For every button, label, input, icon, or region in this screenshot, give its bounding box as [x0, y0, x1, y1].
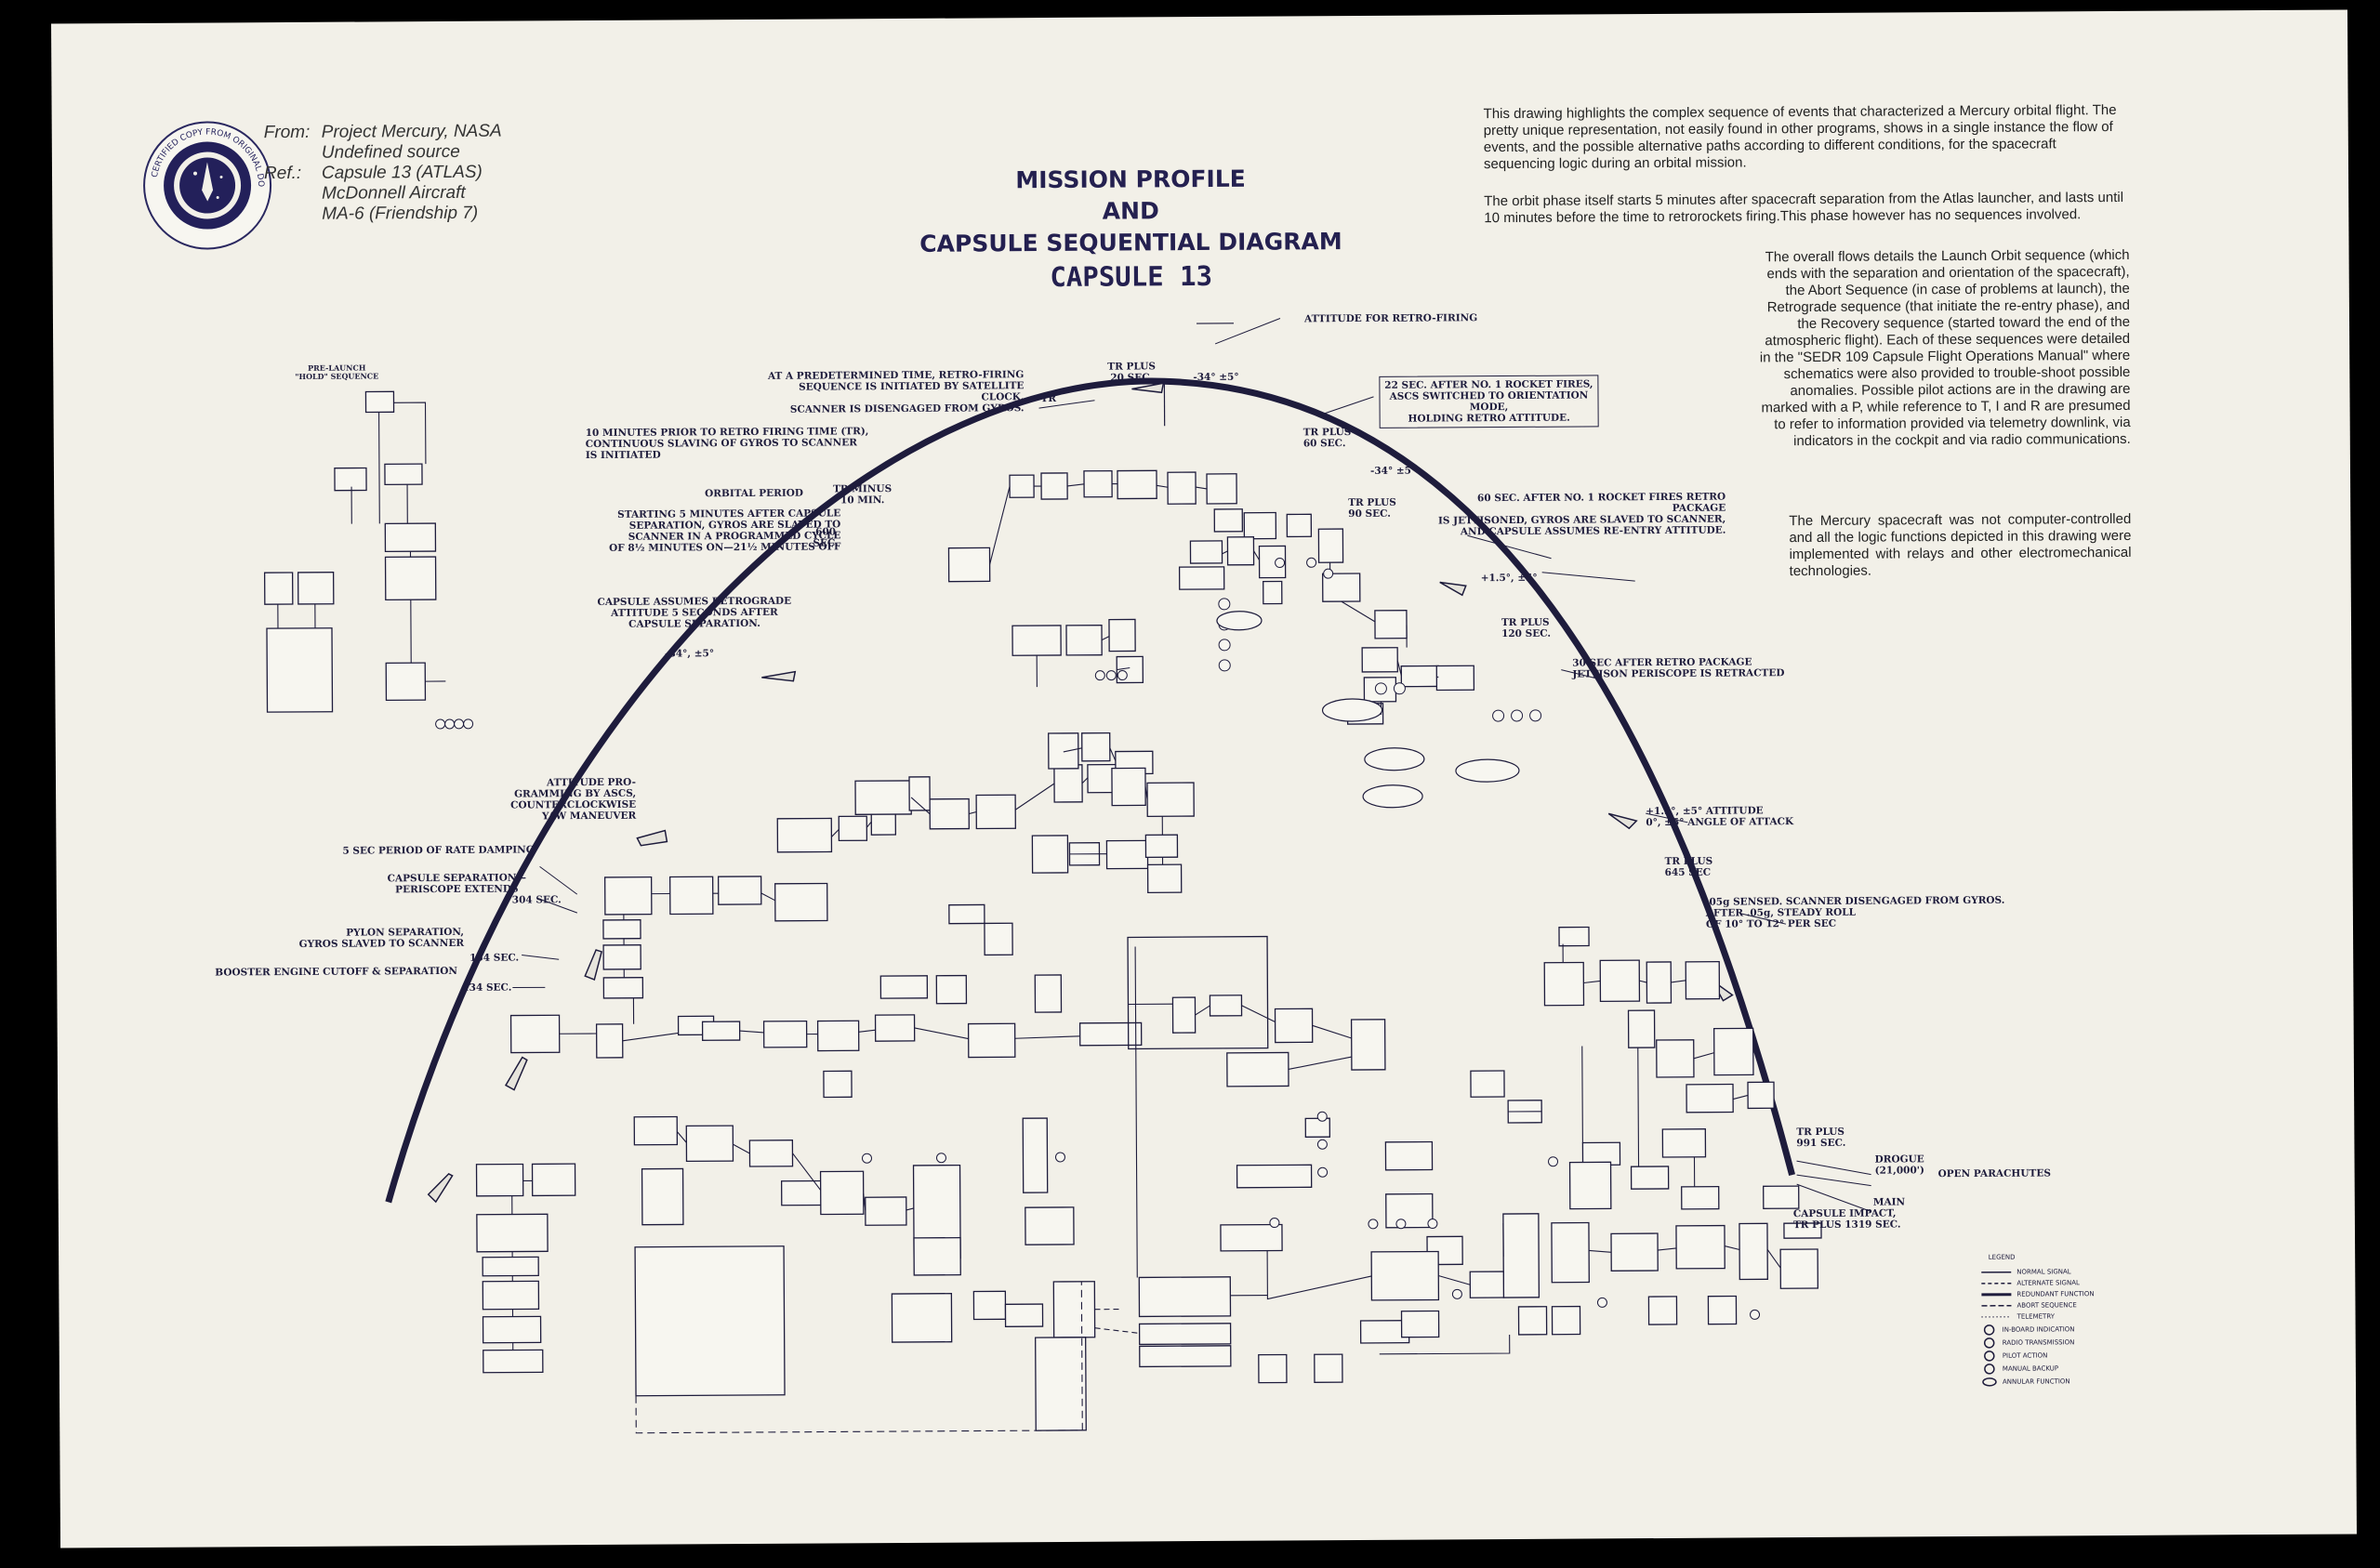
predetermined-label: AT A PREDETERMINED TIME, RETRO-FIRING SE…	[767, 369, 1025, 415]
bis-seal-logo: CERTIFIED COPY FROM ORIGINAL DOCUMENT	[138, 115, 272, 250]
legend-item: PILOT ACTION	[2002, 1351, 2048, 1360]
attitude-15-label: +1.5°, ±5°	[1480, 572, 1538, 585]
box-22sec-label: 22 SEC. AFTER NO. 1 ROCKET FIRES, ASCS S…	[1379, 375, 1599, 428]
sec-134-label: 134 SEC.	[462, 982, 512, 994]
thirty-sec-label: 30 SEC AFTER RETRO PACKAGE JETTISON PERI…	[1572, 656, 1785, 680]
starting-5-label: STARTING 5 MINUTES AFTER CAPSULE SEPARAT…	[609, 507, 841, 554]
tr-minus-10-label: TR MINUS 10 MIN.	[833, 483, 892, 507]
sequence-diagram	[263, 318, 2012, 1434]
open-parachutes-label: OPEN PARACHUTES	[1937, 1167, 2051, 1180]
legend-title: LEGEND	[1988, 1253, 2016, 1261]
legend-item: ANNULAR FUNCTION	[2002, 1377, 2070, 1386]
sec-600-label: 600 SEC.	[813, 526, 839, 549]
legend-item: REDUNDANT FUNCTION	[2016, 1290, 2095, 1298]
attitude-retro-label: ATTITUDE FOR RETRO-FIRING	[1303, 312, 1478, 325]
sec-154-label: 154 SEC.	[469, 952, 520, 964]
legend-item: NORMAL SIGNAL	[2016, 1268, 2071, 1276]
attitude-programming-label: ATTITUDE PRO- GRAMMING BY ASCS, COUNTERC…	[510, 776, 637, 823]
booster-cutoff-label: BOOSTER ENGINE CUTOFF & SEPARATION	[215, 965, 457, 979]
legend-item: ALTERNATE SIGNAL	[2016, 1279, 2080, 1287]
orbital-period-label: ORBITAL PERIOD	[705, 487, 804, 500]
tr-plus-645-label: TR PLUS 645 SEC	[1664, 855, 1713, 878]
diagram-sheet: CERTIFIED COPY FROM ORIGINAL DOCUMENT Fr…	[51, 9, 2357, 1548]
drogue-label: DROGUE (21,000')	[1874, 1153, 1924, 1177]
legend-item: ABORT SEQUENCE	[2016, 1301, 2077, 1310]
g05-label: .05g SENSED. SCANNER DISENGAGED FROM GYR…	[1705, 894, 2005, 930]
tr-plus-991-label: TR PLUS 991 SEC.	[1796, 1126, 1846, 1150]
attitude-aoa-label: +1.5°, ±5° ATTITUDE 0°, ±5° ANGLE OF ATT…	[1646, 805, 1794, 829]
legend-item: TELEMETRY	[2016, 1312, 2056, 1321]
sec-304-label: 304 SEC.	[511, 894, 562, 906]
main-label: MAIN	[1872, 1196, 1906, 1208]
tr-plus-60-label: TR PLUS 60 SEC.	[1302, 427, 1352, 450]
angle-right-label: -34° ±5°	[1369, 465, 1417, 477]
pylon-separation-label: PYLON SEPARATION, GYROS SLAVED TO SCANNE…	[298, 926, 465, 950]
legend	[1981, 1271, 2012, 1387]
ten-minutes-label: 10 MINUTES PRIOR TO RETRO FIRING TIME (T…	[585, 426, 869, 462]
retrograde-attitude-label: CAPSULE ASSUMES RETROGRADE ATTITUDE 5 SE…	[597, 595, 792, 630]
rate-damping-label: 5 SEC PERIOD OF RATE DAMPING	[342, 844, 535, 857]
trajectory-arc	[385, 377, 1796, 1204]
legend-item: RADIO TRANSMISSION	[2002, 1338, 2075, 1347]
angle-top-label: -34° ±5°	[1193, 371, 1239, 384]
tr-plus-120-label: TR PLUS 120 SEC.	[1501, 616, 1552, 640]
legend-item: MANUAL BACKUP	[2002, 1364, 2059, 1373]
tr-plus-20-label: TR PLUS 20 SEC.	[1107, 361, 1156, 384]
sixty-sec-label: 60 SEC. AFTER NO. 1 ROCKET FIRES RETRO P…	[1437, 491, 1726, 538]
tr-plus-90-label: TR PLUS 90 SEC.	[1348, 496, 1396, 520]
prelaunch-label: PRE-LAUNCH "HOLD" SEQUENCE	[295, 362, 379, 381]
capsule-impact-label: CAPSULE IMPACT, TR PLUS 1319 SEC.	[1792, 1207, 1901, 1232]
angle-left-label: -34°, ±5°	[665, 648, 715, 660]
legend-item: IN-BOARD INDICATION	[2002, 1325, 2075, 1334]
tr-label: TR	[1040, 392, 1057, 405]
capsule-separation-label: CAPSULE SEPARATION— PERISCOPE EXTENDS	[387, 872, 526, 896]
